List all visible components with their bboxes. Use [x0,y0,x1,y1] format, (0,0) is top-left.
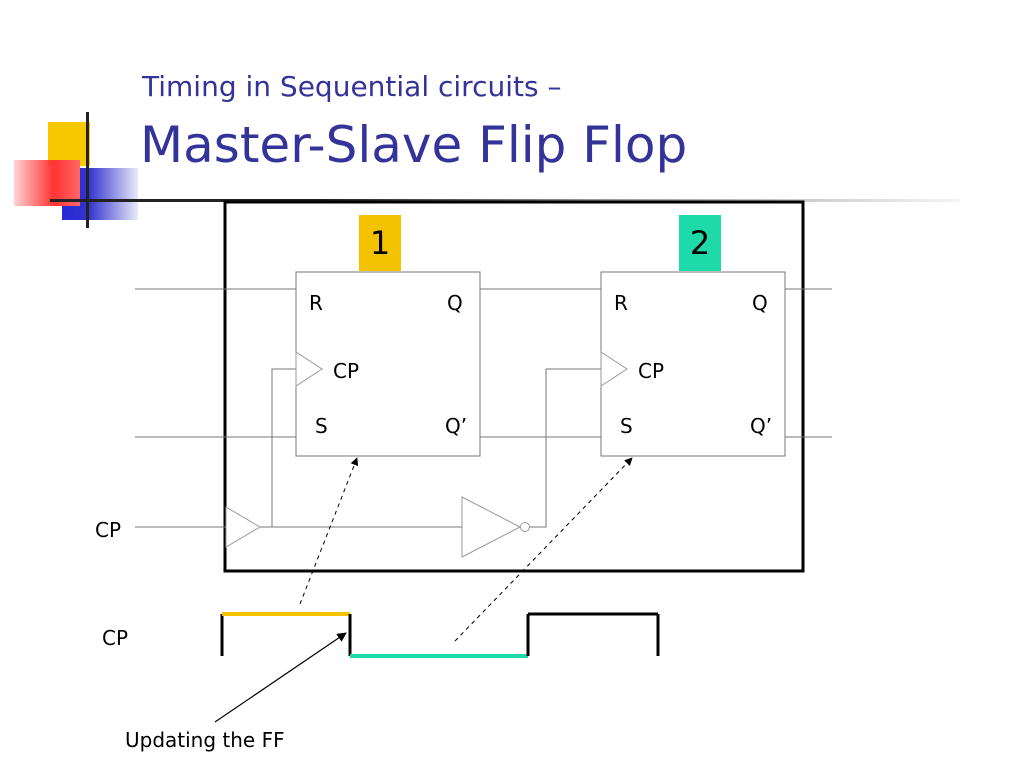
flip-flop-1-block [295,271,481,457]
deco-vertical-line [86,112,89,228]
cp-input-label: CP [95,518,122,542]
inverter-gate [461,496,522,558]
master-badge: 1 [359,215,401,271]
ff1-s-label: S [315,414,328,438]
ff1-cp-label: CP [333,359,360,383]
ff2-qbar-label: Q’ [750,414,773,438]
ff1-qbar-label: Q’ [445,414,468,438]
inverter-bubble [520,522,530,532]
flip-flop-2-block [600,271,786,457]
ff2-cp-label: CP [638,359,665,383]
clock-input-triangle-1 [295,351,323,387]
slave-dashed-arrow [454,457,633,642]
outer-box [223,200,805,573]
deco-red-square [14,160,80,206]
ff2-q-label: Q [752,291,768,315]
ff2-s-label: S [620,414,633,438]
annotation-arrow [214,632,347,723]
slide-subtitle: Timing in Sequential circuits – [142,70,562,103]
clock-waveform [220,612,660,658]
buffer-gate [225,506,261,548]
slide-title: Master-Slave Flip Flop [140,116,688,174]
ff1-q-label: Q [447,291,463,315]
clock-input-triangle-2 [600,351,628,387]
master-dashed-arrow [299,457,359,605]
slave-badge: 2 [679,215,721,271]
ff1-r-label: R [309,291,323,315]
waveform-label: CP [102,626,129,650]
deco-yellow-square [48,122,90,166]
ff2-r-label: R [614,291,628,315]
signal-lines [135,288,832,528]
annotation-text: Updating the FF [125,728,285,752]
